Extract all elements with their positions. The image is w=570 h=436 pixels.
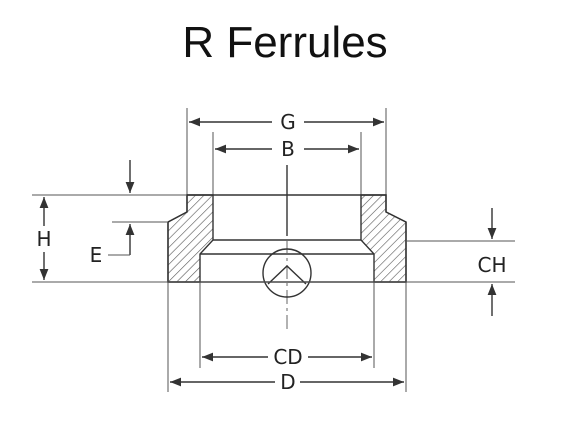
circle-chevron	[267, 265, 307, 285]
label-h: H	[36, 227, 51, 251]
label-g: G	[280, 110, 296, 134]
center-circle	[262, 248, 312, 298]
left-wall-section	[167, 194, 214, 283]
label-ch: CH	[477, 253, 506, 277]
diagram-title: R Ferrules	[182, 18, 388, 67]
label-b: B	[281, 137, 295, 161]
right-wall-section	[360, 194, 407, 283]
label-e: E	[90, 243, 103, 267]
label-d: D	[280, 370, 295, 394]
label-cd: CD	[273, 345, 302, 369]
